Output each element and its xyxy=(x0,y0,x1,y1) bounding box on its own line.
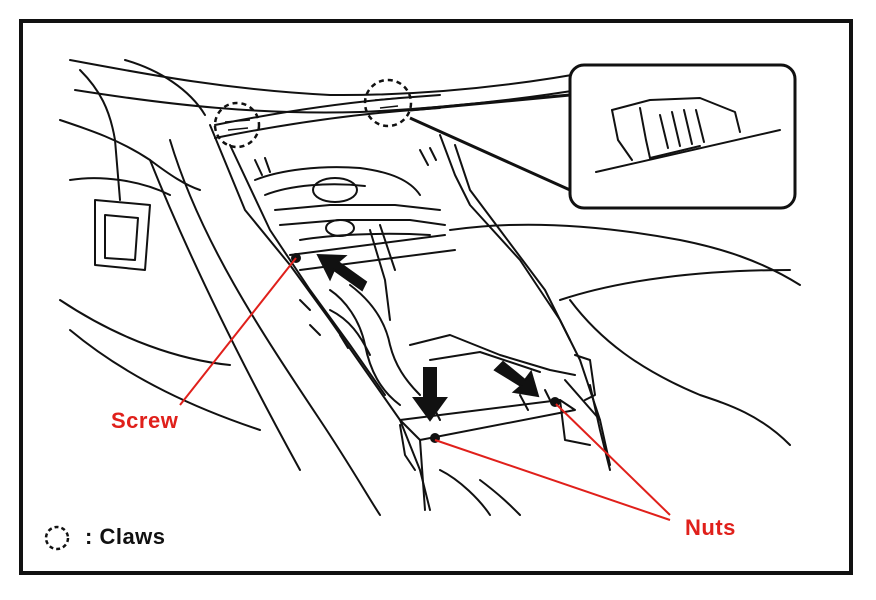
arrow-nut-left xyxy=(412,367,448,422)
dashboard-outline xyxy=(69,59,601,97)
console-left-wall xyxy=(209,124,431,511)
right-dash-curve xyxy=(449,223,801,286)
arrow-screw xyxy=(316,253,368,292)
console-right-wall xyxy=(439,134,601,421)
nuts-leader-line-left xyxy=(434,439,671,521)
callout-leader xyxy=(409,93,571,192)
shifter-area xyxy=(254,166,421,196)
screw-label: Screw xyxy=(111,408,179,433)
claw-circle-right xyxy=(363,78,413,128)
screw-leader-line xyxy=(179,257,297,406)
zoom-callout-box xyxy=(568,63,797,210)
dashed-circle-icon xyxy=(44,525,70,551)
left-vent xyxy=(94,199,151,271)
arrow-nut-right xyxy=(493,360,540,398)
nuts-leader-line-right xyxy=(555,403,671,516)
rear-bracket xyxy=(399,399,576,441)
nuts-label: Nuts xyxy=(685,515,736,540)
zoom-claw-detail xyxy=(595,97,781,173)
claws-legend-label: : Claws xyxy=(85,524,166,549)
claw-circle-left xyxy=(213,101,261,149)
